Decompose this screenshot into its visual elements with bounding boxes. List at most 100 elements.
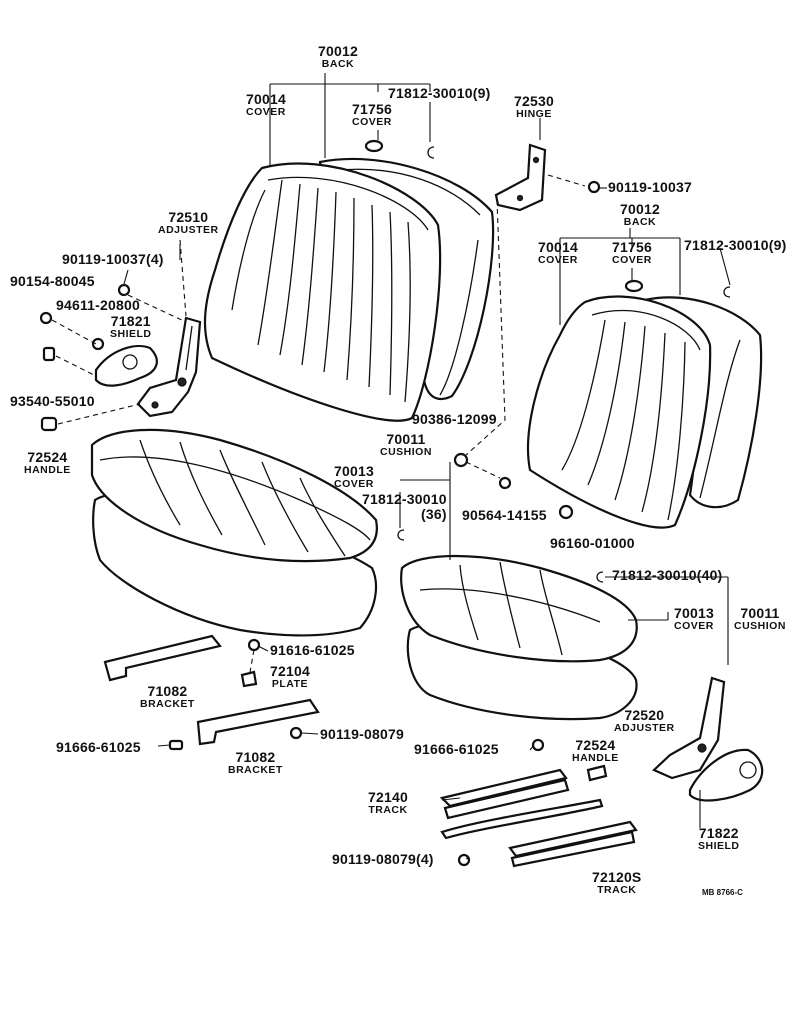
- part-number: 70011: [386, 431, 426, 447]
- label-track-b: 72120S TRACK: [592, 870, 641, 896]
- bracket-b: [196, 698, 320, 746]
- part-name: HINGE: [516, 107, 552, 120]
- right-cushion-cover: [400, 554, 638, 663]
- part-name: SHIELD: [698, 839, 740, 852]
- part-number: 90119-08079(4): [332, 851, 434, 867]
- label-washer: 94611-20800: [56, 298, 140, 313]
- part-number: 71812-30010(9): [388, 85, 491, 101]
- part-number: 70012: [318, 43, 358, 59]
- part-name: SHIELD: [110, 327, 152, 340]
- part-name: COVER: [334, 477, 374, 490]
- part-number: 96160-01000: [550, 535, 635, 551]
- part-name: TRACK: [368, 803, 408, 816]
- part-number: 90119-10037(4): [62, 251, 164, 267]
- label-plate: 72104 PLATE: [270, 664, 310, 690]
- part-number: 72510: [168, 209, 209, 225]
- bench-seat-back-cover: [203, 162, 442, 422]
- leader-lines: [123, 73, 731, 861]
- part-number: 70013: [674, 605, 714, 621]
- part-number: 72520: [624, 707, 665, 723]
- label-handle-right: 72524 HANDLE: [572, 738, 619, 764]
- part-name: ADJUSTER: [614, 721, 675, 734]
- label-track-a: 72140 TRACK: [368, 790, 408, 816]
- part-number: 70014: [246, 91, 286, 107]
- right-handle: [586, 764, 608, 782]
- part-quantity: (36): [421, 505, 447, 522]
- part-name: TRACK: [597, 883, 637, 896]
- track-link-bar: [440, 798, 604, 840]
- plate-part: [240, 670, 258, 688]
- label-cover-main: 70014 COVER: [246, 92, 286, 118]
- label-bolt-track: 91666-61025: [414, 742, 499, 757]
- part-name: COVER: [674, 619, 714, 632]
- label-bolt-plate: 91616-61025: [270, 643, 355, 658]
- part-number: 72524: [575, 737, 616, 753]
- part-number: 72530: [514, 93, 554, 109]
- part-name: COVER: [538, 253, 578, 266]
- label-cover-cushion-left: 70013 COVER: [334, 464, 374, 490]
- cushion-bush: [558, 504, 574, 520]
- part-number: 71082: [147, 683, 188, 699]
- label-bolt-adjuster: 90119-10037(4): [62, 252, 164, 267]
- right-shield: [688, 748, 764, 802]
- left-shield: [94, 344, 158, 387]
- bench-cushion-cover: [90, 428, 378, 563]
- label-back-main: 70012 BACK: [318, 44, 358, 70]
- label-adjuster-left: 72510 ADJUSTER: [158, 210, 219, 236]
- label-hinge: 72530 HINGE: [514, 94, 554, 120]
- part-name: COVER: [352, 115, 392, 128]
- part-name: BACK: [623, 215, 657, 228]
- label-knob: 93540-55010: [10, 394, 95, 409]
- part-name: BRACKET: [228, 763, 283, 776]
- back-small-cover: [364, 139, 384, 153]
- left-adjuster: [136, 316, 202, 418]
- right-cushion-clip: [596, 571, 604, 583]
- part-number: 71812-30010(40): [612, 567, 723, 583]
- part-number: 72140: [368, 789, 408, 805]
- part-number: 72120S: [592, 869, 642, 885]
- label-clip-back: 71812-30010(9): [388, 86, 490, 101]
- label-cushion-right: 70011 CUSHION: [734, 606, 786, 632]
- part-number: 72104: [270, 663, 310, 679]
- cushion-clip: [498, 476, 512, 490]
- right-seat-back-cover: [526, 295, 712, 529]
- label-clip-2: 90564-14155: [462, 508, 547, 523]
- label-bolt-hinge: 90119-10037: [608, 180, 692, 195]
- left-cushion-clip: [397, 529, 405, 541]
- label-bolt-4: 90119-08079(4): [332, 852, 434, 867]
- part-name: HANDLE: [24, 463, 71, 476]
- part-number: 71082: [235, 749, 276, 765]
- part-name: COVER: [612, 253, 652, 266]
- part-number: 90386-12099: [412, 411, 497, 427]
- part-number: 71756: [352, 101, 392, 117]
- label-bolt-bracket: 90119-08079: [320, 727, 404, 742]
- part-name: ADJUSTER: [158, 223, 219, 236]
- part-name: BRACKET: [140, 697, 195, 710]
- adjuster-fasteners: [39, 239, 187, 432]
- part-number: 70012: [620, 201, 660, 217]
- track-a: [439, 768, 570, 820]
- label-bush: 96160-01000: [550, 536, 635, 551]
- cushion-nut: [453, 452, 469, 468]
- part-number: 70014: [538, 239, 578, 255]
- track-bolts: [457, 738, 545, 867]
- bracket-a: [103, 634, 222, 682]
- hinge-part: [494, 143, 547, 212]
- label-back-right: 70012 BACK: [620, 202, 660, 228]
- part-name: COVER: [246, 105, 286, 118]
- right-adjuster: [652, 676, 726, 780]
- part-number: 91616-61025: [270, 642, 355, 658]
- part-number: 91666-61025: [56, 739, 141, 755]
- label-cover-cushion-right: 70013 COVER: [674, 606, 714, 632]
- part-number: 91666-61025: [414, 741, 499, 757]
- back-clip: [427, 146, 435, 159]
- label-adjuster-right: 72520 ADJUSTER: [614, 708, 675, 734]
- label-cover-right-small: 71756 COVER: [612, 240, 652, 266]
- part-number: 90154-80045: [10, 273, 95, 289]
- right-back-clip: [723, 286, 731, 298]
- label-handle-left: 72524 HANDLE: [24, 450, 71, 476]
- label-shield-left: 71821 SHIELD: [110, 314, 152, 340]
- diagram-id: MB 8766-C: [702, 888, 743, 897]
- part-number: 71812-30010(9): [684, 237, 787, 253]
